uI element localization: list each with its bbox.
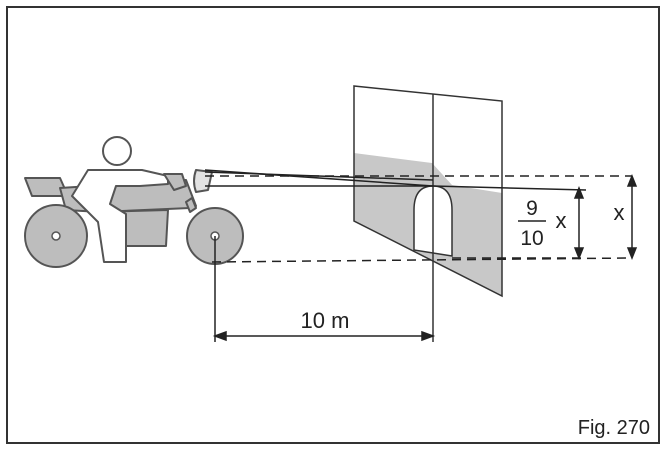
beam-lines <box>204 169 633 263</box>
handlebar <box>163 173 187 191</box>
fraction-denominator: 10 <box>520 227 543 250</box>
cutoff-line <box>432 185 587 191</box>
outer-height-dimension <box>626 173 638 261</box>
rear-hub <box>51 231 61 241</box>
inner-height-var: x <box>556 208 567 233</box>
outer-arrow-top <box>626 173 638 187</box>
front-detail <box>185 197 197 213</box>
projection-wall <box>353 85 503 342</box>
outer-arrow-bottom <box>626 247 638 261</box>
headlamp-icon <box>193 169 213 193</box>
outer-height-var: x <box>614 200 625 225</box>
fraction-numerator: 9 <box>526 197 538 220</box>
figure-caption: Fig. 270 <box>577 417 650 439</box>
distance-arrow-left <box>212 330 227 342</box>
beam-solid-ray <box>204 169 434 187</box>
distance-label: 10 m <box>301 308 350 333</box>
wall-outline <box>353 85 503 298</box>
distance-arrow-right <box>421 330 436 342</box>
atv-rider-icon <box>24 136 244 268</box>
inner-height-dimension <box>518 185 585 261</box>
inner-arrow-bottom <box>573 247 585 261</box>
distance-dimension <box>212 236 436 342</box>
beam-dashed-lower <box>211 257 633 263</box>
rider-head <box>102 136 132 166</box>
inner-arrow-top <box>573 185 585 199</box>
